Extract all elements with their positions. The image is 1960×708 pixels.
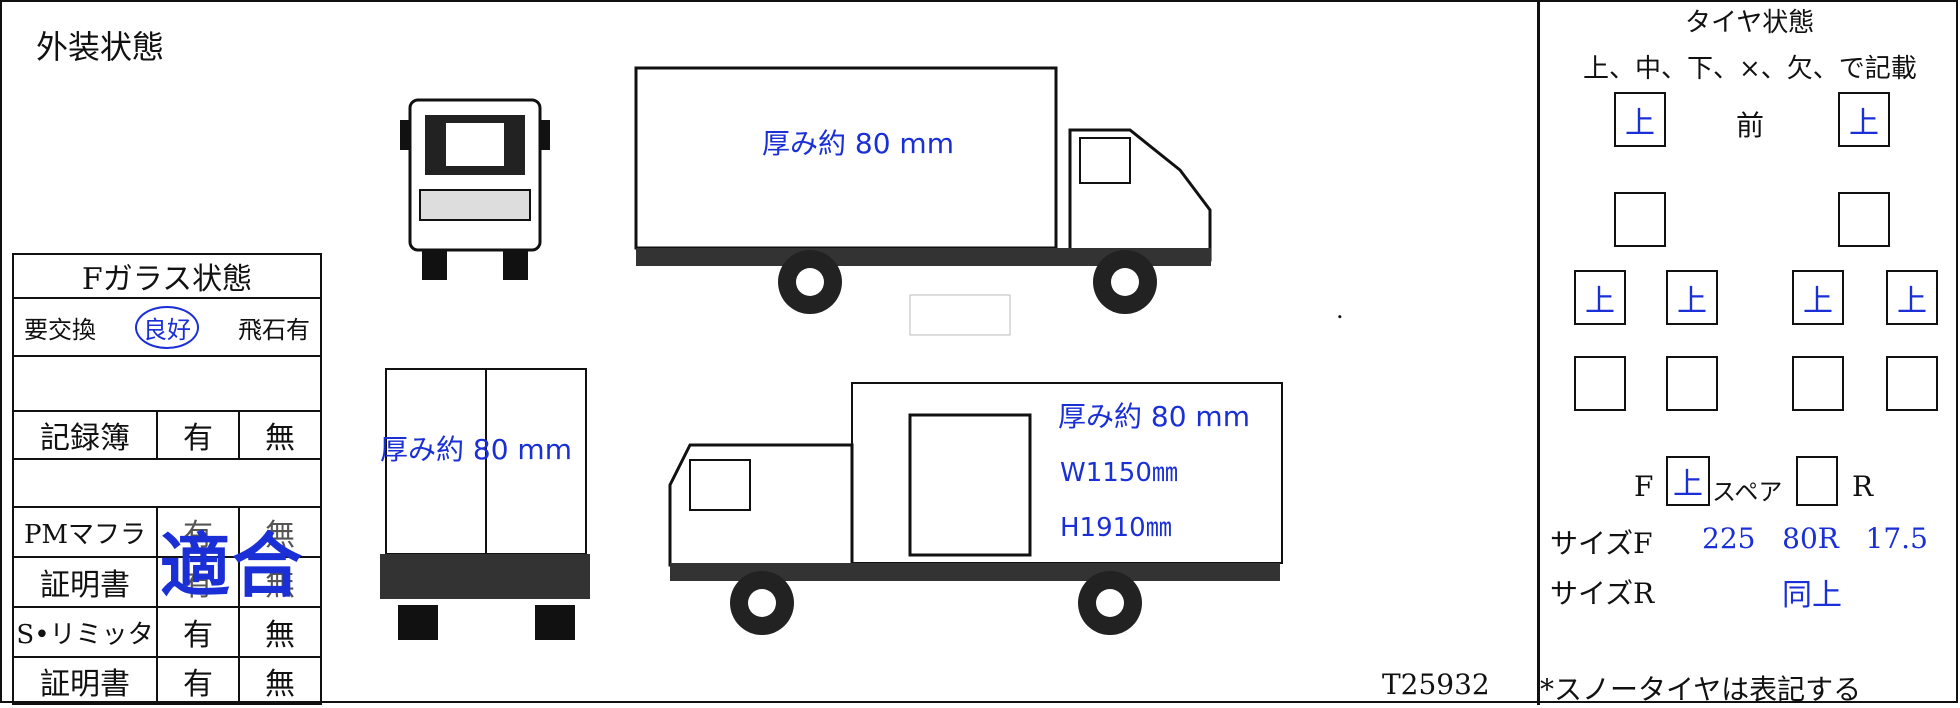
record-book-label: 記録簿 — [12, 410, 158, 460]
size-front-label: サイズF — [1550, 527, 1653, 560]
box-width-annotation: W1150㎜ — [1060, 458, 1178, 488]
thickness-left-annotation: 厚み約 80 mm — [380, 433, 572, 466]
truck-rear-view — [380, 368, 590, 640]
truck-front-view — [400, 98, 550, 280]
truck-side-view-left — [668, 382, 1283, 635]
box-height-annotation: H1910㎜ — [1060, 513, 1172, 543]
glass-blank-row — [12, 355, 322, 412]
truck-illustrations-top — [400, 66, 1212, 336]
speed-limiter-cert-no[interactable]: 無 — [238, 656, 322, 705]
spare-f-box[interactable]: 上 — [1666, 456, 1710, 506]
size-rear-value: 同上 — [1782, 578, 1842, 613]
speed-limiter-label: S•リミッタ — [12, 606, 158, 658]
tire-front-right[interactable]: 上 — [1838, 92, 1890, 147]
tire-rear-outer-left[interactable]: 上 — [1574, 270, 1626, 325]
spare-label: スペア — [1712, 478, 1783, 506]
tire-panel — [1537, 0, 1960, 705]
spare-r-box[interactable] — [1796, 456, 1838, 506]
tire-title: タイヤ状態 — [1685, 8, 1815, 38]
thickness-top-annotation: 厚み約 80 mm — [762, 127, 954, 160]
glass-title: Fガラス状態 — [12, 253, 322, 299]
record-blank-row — [12, 458, 322, 508]
snow-tire-note: *スノータイヤは表記する — [1540, 673, 1862, 706]
tire-rear2-outer-left[interactable] — [1574, 356, 1626, 411]
truck-side-view-right — [634, 66, 1212, 336]
tire-mid-right[interactable] — [1838, 192, 1890, 247]
stray-dot: . — [1336, 296, 1344, 324]
tire-front-left[interactable]: 上 — [1614, 92, 1666, 147]
glass-option-replace[interactable]: 要交換 — [24, 315, 96, 344]
thickness-right-annotation: 厚み約 80 mm — [1058, 400, 1250, 433]
tire-mid-left[interactable] — [1614, 192, 1666, 247]
glass-option-good-circled[interactable]: 良好 — [135, 305, 199, 349]
conformity-stamp: 適合 — [160, 525, 304, 607]
record-book-yes[interactable]: 有 — [156, 410, 240, 460]
spare-r-label: R — [1852, 470, 1874, 503]
tire-rear2-outer-right[interactable] — [1886, 356, 1938, 411]
speed-limiter-cert-label: 証明書 — [12, 656, 158, 705]
document-number: T25932 — [1382, 668, 1490, 701]
record-book-no[interactable]: 無 — [238, 410, 322, 460]
tire-rear-inner-right[interactable]: 上 — [1792, 270, 1844, 325]
front-label: 前 — [1736, 109, 1765, 142]
speed-limiter-no[interactable]: 無 — [238, 606, 322, 658]
speed-limiter-yes[interactable]: 有 — [156, 606, 240, 658]
tire-instruction: 上、中、下、×、欠、で記載 — [1583, 54, 1917, 84]
pm-muffler-label: PMマフラ — [12, 506, 158, 558]
tire-rear-outer-right[interactable]: 上 — [1886, 270, 1938, 325]
size-front-value: 225 80R 17.5 — [1702, 522, 1928, 555]
size-rear-label: サイズR — [1550, 577, 1655, 610]
speed-limiter-cert-yes[interactable]: 有 — [156, 656, 240, 705]
pm-cert-label: 証明書 — [12, 556, 158, 608]
glass-option-chip[interactable]: 飛石有 — [238, 315, 310, 344]
tire-rear-inner-left[interactable]: 上 — [1666, 270, 1718, 325]
truck-illustrations-bottom — [380, 368, 1283, 640]
glass-options-row: 要交換 良好 飛石有 — [12, 297, 322, 357]
tire-rear2-inner-right[interactable] — [1792, 356, 1844, 411]
tire-rear2-inner-left[interactable] — [1666, 356, 1718, 411]
exterior-title: 外装状態 — [36, 28, 165, 66]
spare-f-label: F — [1634, 470, 1654, 503]
